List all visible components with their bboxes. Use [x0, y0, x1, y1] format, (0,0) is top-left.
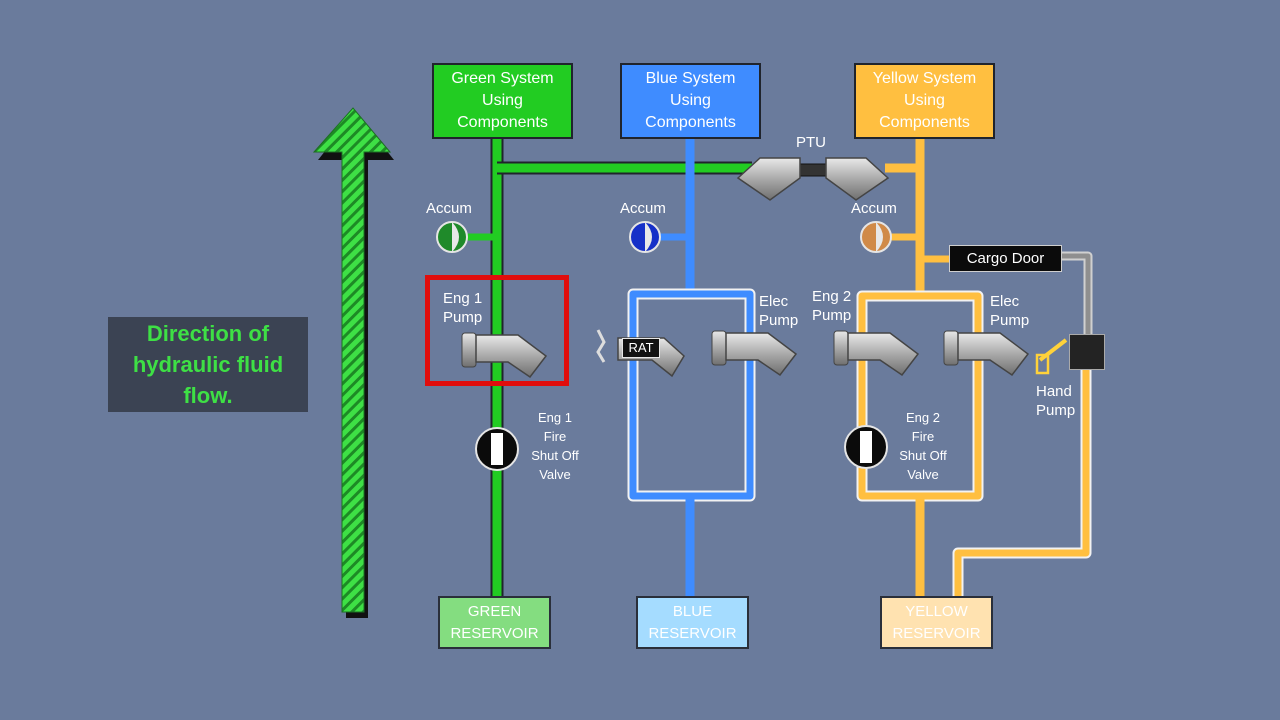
cargo-door-label: Cargo Door — [949, 245, 1062, 272]
eng2-pump-label: Eng 2 Pump — [812, 288, 852, 324]
accumulator-icon — [629, 221, 661, 253]
blue-reservoir-label: BLUE RESERVOIR — [648, 602, 737, 642]
green-system-title: Green System Using Components — [451, 70, 554, 131]
accumulator-icon — [436, 221, 468, 253]
yellow-lines — [856, 138, 1093, 598]
green-system-box: Green System Using Components — [432, 63, 573, 139]
green-accum-label: Accum — [426, 200, 472, 217]
yellow-reservoir-label: YELLOW RESERVOIR — [892, 602, 981, 642]
accumulator-icon — [860, 221, 892, 253]
eng2-valve-label: Eng 2 Fire Shut Off Valve — [899, 410, 947, 482]
green-reservoir: GREEN RESERVOIR — [438, 596, 551, 649]
green-lines — [463, 138, 752, 598]
blue-elec-pump-label: Elec Pump — [759, 293, 799, 329]
blue-reservoir: BLUE RESERVOIR — [636, 596, 749, 649]
yellow-system-title: Yellow System Using Components — [872, 70, 977, 131]
flow-direction-arrow — [312, 107, 394, 618]
hand-pump-box — [1069, 334, 1105, 370]
green-reservoir-label: GREEN RESERVOIR — [450, 602, 539, 642]
eng2-pump-icon — [833, 330, 920, 377]
eng1-pump-icon — [461, 332, 548, 379]
blue-accum-label: Accum — [620, 200, 666, 217]
blue-elec-pump-icon — [711, 330, 798, 377]
blue-system-box: Blue System Using Components — [620, 63, 761, 139]
eng1-pump-label: Eng 1 Pump — [443, 290, 483, 326]
eng1-pump-highlight — [425, 275, 569, 386]
fire-shutoff-valve-icon — [475, 427, 519, 471]
yellow-accum-label: Accum — [851, 200, 897, 217]
yellow-system-box: Yellow System Using Components — [854, 63, 995, 139]
flow-direction-legend: Direction of hydraulic fluid flow. — [108, 317, 308, 412]
yellow-reservoir: YELLOW RESERVOIR — [880, 596, 993, 649]
eng1-valve-label: Eng 1 Fire Shut Off Valve — [531, 410, 579, 482]
hand-pump-icon — [1035, 338, 1068, 375]
blue-lines — [627, 138, 756, 598]
fire-shutoff-valve-icon — [844, 425, 888, 469]
yellow-elec-pump-label: Elec Pump — [990, 293, 1030, 329]
hand-pump-label: Hand Pump — [1036, 383, 1076, 419]
blue-system-title: Blue System Using Components — [645, 70, 736, 131]
rat-label: RAT — [622, 338, 660, 358]
ptu-icon — [736, 157, 890, 201]
yellow-elec-pump-icon — [943, 330, 1030, 377]
ptu-label: PTU — [796, 134, 826, 151]
